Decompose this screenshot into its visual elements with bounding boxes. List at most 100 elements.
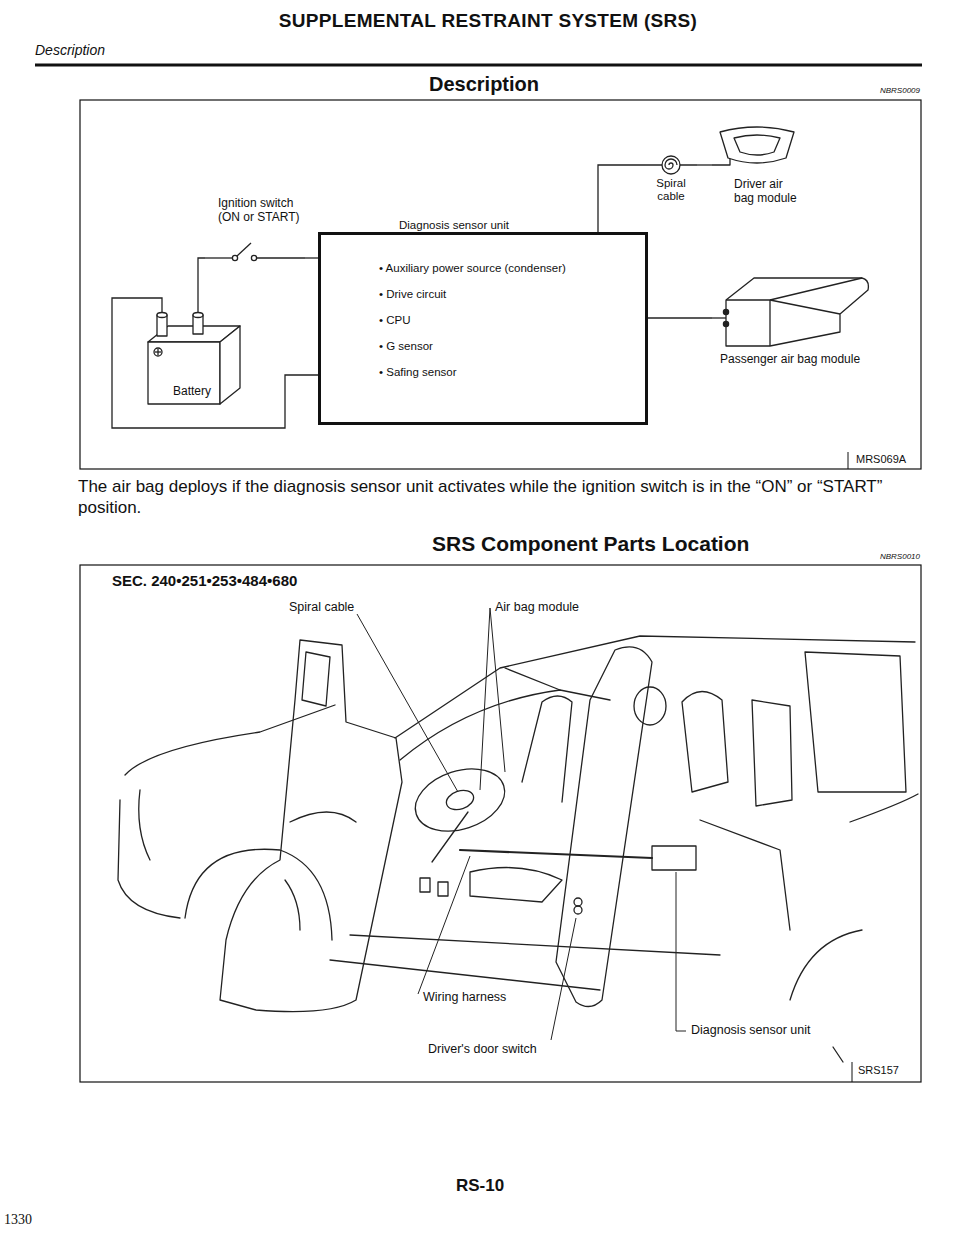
wire-connector bbox=[648, 317, 712, 318]
line-art bbox=[139, 790, 150, 860]
line-art bbox=[723, 321, 728, 326]
line-art bbox=[185, 849, 332, 940]
line-art bbox=[551, 918, 576, 1040]
line-art bbox=[350, 935, 720, 955]
line-art bbox=[723, 309, 728, 314]
manual-page-number: 1330 bbox=[4, 1212, 32, 1229]
node-label: Driver air bag module bbox=[734, 177, 806, 205]
line-art bbox=[395, 636, 915, 738]
line-art bbox=[420, 878, 430, 892]
line-art bbox=[80, 100, 921, 469]
line-art bbox=[251, 255, 256, 260]
wire-connector bbox=[198, 258, 205, 312]
line-art bbox=[574, 898, 582, 906]
line-art bbox=[302, 652, 330, 706]
line-art bbox=[852, 1062, 853, 1082]
line-art bbox=[720, 127, 794, 163]
node-label: Battery bbox=[173, 312, 219, 398]
line-art bbox=[205, 257, 232, 258]
line-art bbox=[726, 278, 868, 346]
battery-symbol: Battery bbox=[140, 312, 245, 418]
part-label: Air bag module bbox=[495, 600, 579, 615]
part-label: Driver's door switch bbox=[428, 1042, 537, 1057]
section-number: SEC. 240•251•253•484•680 bbox=[112, 572, 297, 590]
line-art bbox=[712, 159, 730, 165]
line-art bbox=[490, 608, 505, 772]
line-art bbox=[480, 608, 490, 790]
line-art bbox=[700, 820, 790, 930]
line-art bbox=[290, 812, 356, 822]
node-item: • CPU bbox=[379, 307, 645, 333]
node-item: • Safing sensor bbox=[379, 359, 645, 385]
line-art bbox=[848, 452, 849, 469]
part-label: Diagnosis sensor unit bbox=[691, 1023, 811, 1038]
line-art bbox=[357, 614, 458, 792]
line-art bbox=[682, 691, 728, 792]
part-label: Wiring harness bbox=[423, 990, 506, 1005]
line-art bbox=[237, 243, 251, 256]
spiral-cable-symbol-icon bbox=[645, 155, 697, 177]
line-art bbox=[444, 787, 476, 813]
part-label: Spiral cable bbox=[289, 600, 354, 615]
line-art bbox=[470, 868, 562, 903]
wire-connector bbox=[112, 298, 318, 428]
line-art bbox=[790, 930, 862, 1000]
leader-lines bbox=[357, 608, 686, 1040]
section-heading: SRS Component Parts Location bbox=[432, 531, 732, 556]
line-art bbox=[220, 326, 240, 404]
line-art bbox=[634, 687, 666, 725]
line-art bbox=[193, 313, 203, 318]
line-art bbox=[460, 850, 652, 858]
page-rules bbox=[35, 65, 922, 1082]
node-label: Passenger air bag module bbox=[720, 352, 888, 366]
line-art bbox=[662, 156, 680, 174]
line-art bbox=[726, 300, 770, 346]
spiral-cable-symbol: Spiral cable bbox=[645, 155, 697, 210]
line-art bbox=[556, 647, 652, 1007]
node-label: Diagnosis sensor unit bbox=[399, 218, 645, 232]
page-number: RS-10 bbox=[430, 1176, 530, 1196]
line-art bbox=[850, 794, 918, 822]
node-label: Spiral cable bbox=[645, 177, 697, 203]
line-art bbox=[35, 64, 922, 67]
driver-air-bag-module: Driver air bag module bbox=[712, 122, 847, 212]
line-art bbox=[157, 349, 158, 355]
line-art bbox=[665, 159, 677, 169]
line-art bbox=[522, 696, 572, 802]
line-art bbox=[734, 135, 780, 155]
line-art bbox=[418, 856, 470, 994]
line-art bbox=[154, 348, 162, 356]
wire-connector bbox=[305, 257, 318, 258]
line-art bbox=[770, 278, 862, 300]
line-art bbox=[438, 882, 448, 896]
figure-code: MRS069A bbox=[856, 453, 906, 466]
car-interior-illustration bbox=[118, 636, 918, 1062]
line-art bbox=[400, 690, 610, 760]
section-heading: Description bbox=[384, 72, 584, 96]
node-item: • Auxiliary power source (condenser) bbox=[379, 255, 645, 281]
line-art bbox=[833, 1047, 843, 1062]
figure-code: SRS157 bbox=[858, 1064, 899, 1077]
line-art bbox=[220, 640, 402, 1012]
line-art bbox=[712, 317, 726, 318]
passenger-air-bag-module: Passenger air bag module bbox=[712, 272, 887, 372]
line-art bbox=[432, 812, 468, 862]
node-label: Ignition switch (ON or START) bbox=[218, 196, 306, 224]
node-item: • Drive circuit bbox=[379, 281, 645, 307]
line-art bbox=[407, 758, 512, 842]
line-art bbox=[770, 300, 840, 314]
wire-connector bbox=[598, 165, 645, 232]
line-art bbox=[652, 846, 696, 870]
line-art bbox=[80, 565, 921, 1082]
line-art bbox=[257, 257, 305, 258]
section-tag: Description bbox=[35, 42, 105, 59]
page-title: SUPPLEMENTAL RESTRAINT SYSTEM (SRS) bbox=[188, 10, 788, 33]
line-art bbox=[125, 705, 335, 775]
battery-symbol-icon bbox=[140, 312, 245, 418]
reference-code: NBRS0009 bbox=[840, 86, 920, 96]
line-art bbox=[752, 700, 792, 806]
line-art bbox=[676, 872, 686, 1031]
ignition-switch: Ignition switch (ON or START) bbox=[205, 196, 305, 266]
line-art bbox=[805, 652, 906, 792]
